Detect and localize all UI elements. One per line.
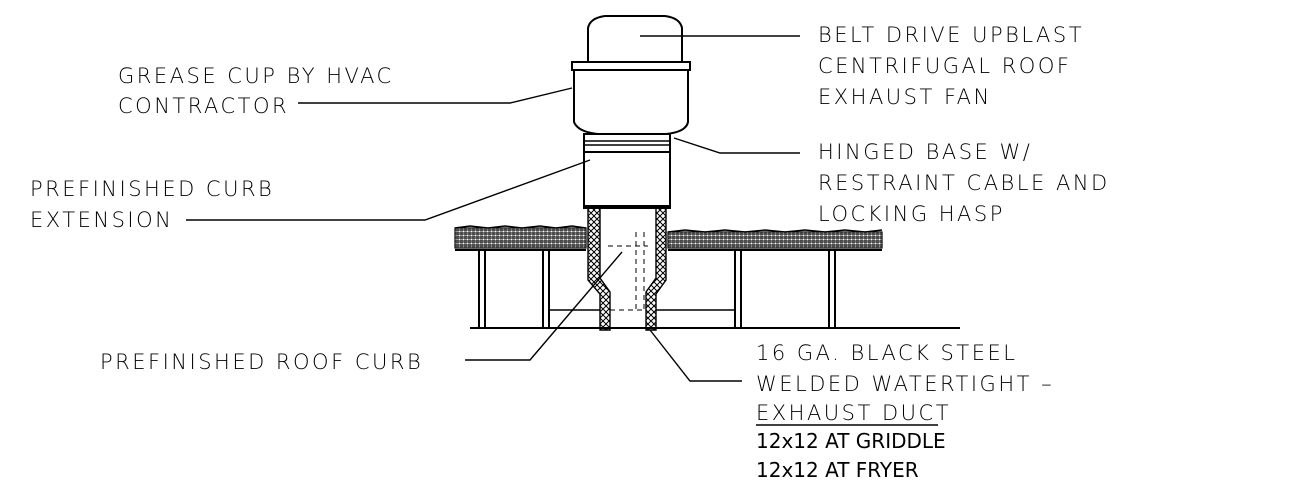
- roof-structure: [470, 249, 960, 329]
- fan-hood: [571, 15, 691, 135]
- svg-text:16 GA. BLACK STEEL: 16 GA. BLACK STEEL: [756, 341, 1017, 365]
- roof-deck: [454, 225, 883, 251]
- svg-text:PREFINISHED CURB: PREFINISHED CURB: [30, 177, 274, 201]
- leader-curb-extension: [186, 159, 591, 221]
- svg-text:BELT DRIVE UPBLAST: BELT DRIVE UPBLAST: [818, 23, 1084, 47]
- label-roof-curb: PREFINISHED ROOF CURB: [100, 350, 423, 374]
- svg-text:GREASE CUP BY HVAC: GREASE CUP BY HVAC: [118, 64, 394, 88]
- svg-text:LOCKING HASP: LOCKING HASP: [818, 202, 1005, 226]
- leader-lines: [186, 35, 800, 382]
- svg-text:EXHAUST FAN: EXHAUST FAN: [818, 85, 992, 109]
- hinged-base: [583, 133, 671, 153]
- svg-text:CENTRIFUGAL ROOF: CENTRIFUGAL ROOF: [818, 54, 1071, 78]
- duct-title: EXHAUST DUCT: [756, 401, 951, 425]
- svg-text:EXTENSION: EXTENSION: [30, 208, 173, 232]
- leader-roof-curb: [465, 251, 623, 361]
- roof-curb: [583, 205, 671, 331]
- label-hinged-base: HINGED BASE W/ RESTRAINT CABLE AND LOCKI…: [818, 140, 1110, 226]
- svg-text:PREFINISHED ROOF CURB: PREFINISHED ROOF CURB: [100, 350, 423, 374]
- svg-text:HINGED BASE W/: HINGED BASE W/: [818, 140, 1032, 164]
- curb-extension: [583, 151, 671, 207]
- svg-text:12x12 AT FRYER: 12x12 AT FRYER: [756, 458, 919, 482]
- label-duct: 16 GA. BLACK STEEL WELDED WATERTIGHT – E…: [756, 341, 1054, 426]
- leader-duct: [649, 329, 742, 382]
- leader-hinged-base: [673, 137, 800, 154]
- label-grease-cup: GREASE CUP BY HVAC CONTRACTOR: [118, 64, 394, 118]
- svg-text:CONTRACTOR: CONTRACTOR: [118, 94, 289, 118]
- label-fan: BELT DRIVE UPBLAST CENTRIFUGAL ROOF EXHA…: [818, 23, 1084, 109]
- label-duct-sizes: 12x12 AT GRIDDLE 12x12 AT FRYER: [756, 429, 946, 482]
- svg-text:RESTRAINT CABLE AND: RESTRAINT CABLE AND: [818, 171, 1110, 195]
- exhaust-duct-hidden: [608, 232, 648, 312]
- leader-grease-cup: [298, 87, 573, 104]
- svg-text:12x12 AT GRIDDLE: 12x12 AT GRIDDLE: [756, 429, 946, 453]
- svg-text:WELDED WATERTIGHT –: WELDED WATERTIGHT –: [756, 372, 1054, 396]
- label-curb-extension: PREFINISHED CURB EXTENSION: [30, 177, 274, 232]
